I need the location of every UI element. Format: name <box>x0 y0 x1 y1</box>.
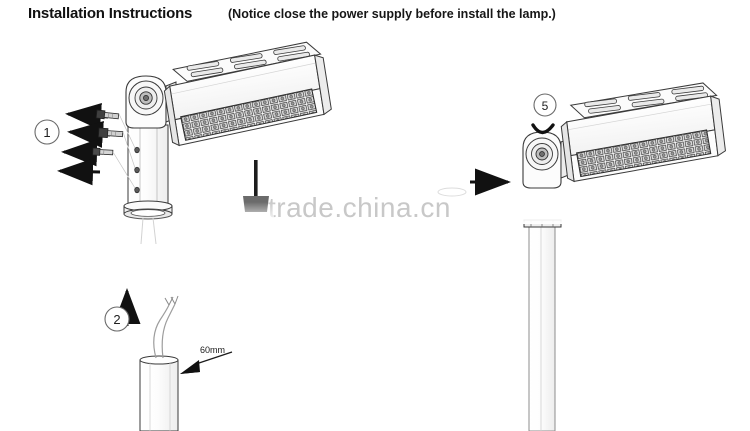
right-pole <box>518 180 570 431</box>
step-number-5: 5 <box>542 99 549 113</box>
step-marker-2: 2 <box>104 306 130 332</box>
left-pole <box>118 124 180 256</box>
center-pin-detail <box>238 160 274 224</box>
left-lamp-head <box>163 41 332 147</box>
power-wires <box>153 303 176 359</box>
right-lamp-head <box>560 82 726 183</box>
page-title: Installation Instructions <box>28 5 193 22</box>
mounting-screws <box>92 109 136 189</box>
step-marker-1: 1 <box>34 119 60 145</box>
pole-diameter-label: 60mm <box>200 345 226 355</box>
step-marker-5: 5 <box>533 93 557 117</box>
right-lamp-assembly: 5 <box>437 82 726 431</box>
page-header: Installation Instructions (Notice close … <box>0 0 750 30</box>
step-number-2: 2 <box>113 312 120 327</box>
safety-notice: (Notice close the power supply before in… <box>228 7 556 21</box>
dimension-leader <box>180 351 233 374</box>
step1-arrows <box>57 103 111 186</box>
installation-diagram: 1 <box>0 30 750 431</box>
left-lamp-assembly: 1 <box>34 41 332 256</box>
step2-pole-wiring: 2 <box>104 288 233 431</box>
rotation-arc-arrow <box>531 123 555 135</box>
step-number-1: 1 <box>43 125 50 140</box>
